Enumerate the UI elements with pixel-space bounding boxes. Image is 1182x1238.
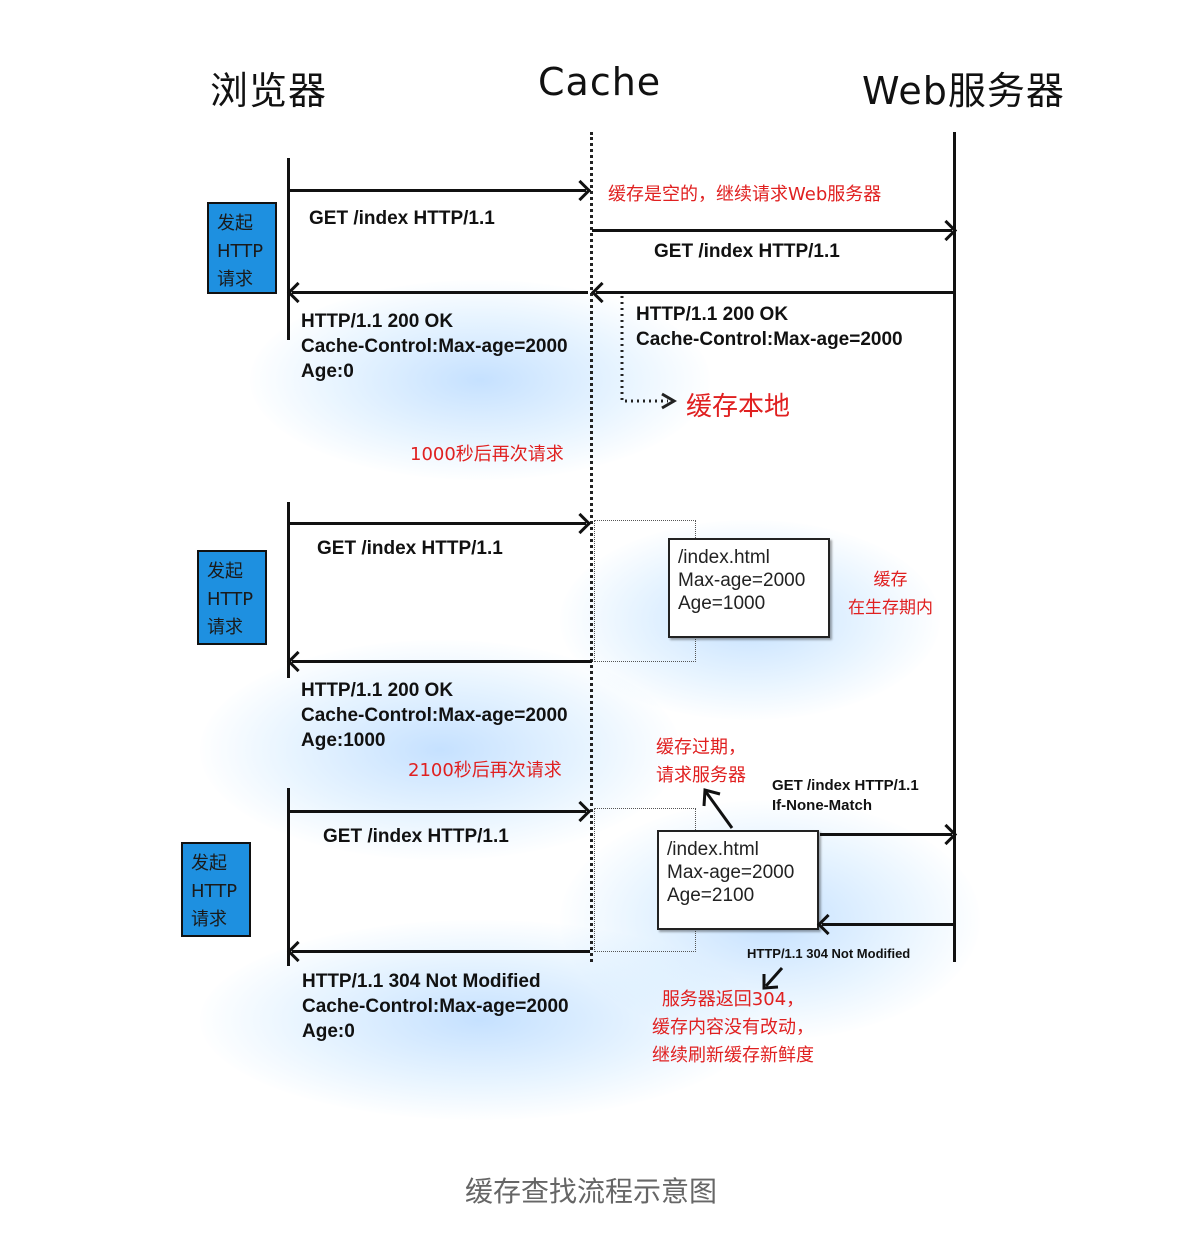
expired-arrowhead (702, 788, 721, 807)
request-line: GET /index HTTP/1.1 (772, 777, 919, 794)
response-line: HTTP/1.1 200 OK (301, 680, 454, 701)
store-local-arrowhead (661, 392, 677, 410)
server-to-cache-arrow-3 (822, 923, 953, 926)
request-box-line: 请求 (217, 269, 253, 290)
not-modified-arrowhead (762, 974, 779, 990)
response-line: Cache-Control:Max-age=2000 (302, 996, 569, 1017)
store-local-connector (620, 296, 668, 403)
request-box-line: 请求 (207, 617, 243, 638)
card-line: Age=1000 (678, 593, 766, 614)
browser-to-cache-arrow-3 (290, 810, 586, 813)
response-line: HTTP/1.1 304 Not Modified (302, 971, 541, 992)
server-response-label-1: HTTP/1.1 200 OK Cache-Control:Max-age=20… (636, 302, 903, 352)
send-request-box-3: 发起 HTTP 请求 (181, 842, 251, 937)
response-line: Age:0 (302, 1021, 355, 1042)
cache-to-browser-arrow-1 (292, 291, 588, 294)
request-box-line: 发起 (217, 213, 253, 234)
request-box-line: HTTP (191, 881, 238, 902)
browser-lane-title: 浏览器 (210, 69, 328, 113)
cache-to-browser-arrow-3 (292, 950, 590, 953)
browser-lifeline-2 (287, 502, 290, 678)
browser-request-label-2: GET /index HTTP/1.1 (317, 538, 503, 559)
server-lane-title: Web服务器 (862, 69, 1065, 113)
server-to-cache-arrow-1 (596, 291, 953, 294)
cache-to-server-arrow-3 (820, 833, 952, 836)
cache-request-label-1: GET /index HTTP/1.1 (654, 241, 840, 262)
request-line: If-None-Match (772, 797, 872, 814)
note-line: 缓存过期， (656, 737, 746, 758)
cache-to-browser-arrow-2 (292, 660, 592, 663)
request-box-line: 发起 (207, 561, 243, 582)
request-box-line: 请求 (191, 909, 227, 930)
card-line: Age=2100 (667, 885, 755, 906)
browser-to-cache-arrow-1 (290, 189, 586, 192)
cache-expired-note: 缓存过期， 请求服务器 (656, 734, 746, 790)
request-box-line: 发起 (191, 853, 227, 874)
cache-entry-card-3: /index.html Max-age=2000 Age=2100 (657, 830, 819, 930)
store-local-note: 缓存本地 (686, 392, 791, 422)
cache-entry-card-2: /index.html Max-age=2000 Age=1000 (668, 538, 830, 638)
figure-caption: 缓存查找流程示意图 (464, 1175, 717, 1208)
browser-to-cache-arrow-2 (290, 522, 586, 525)
cache-lifeline (590, 132, 593, 962)
browser-response-label-1: HTTP/1.1 200 OK Cache-Control:Max-age=20… (301, 309, 568, 384)
send-request-box-2: 发起 HTTP 请求 (197, 550, 267, 645)
cache-to-server-arrow-1 (592, 229, 952, 232)
response-line: Cache-Control:Max-age=2000 (301, 705, 568, 726)
request-box-line: HTTP (207, 589, 254, 610)
response-line: Age:1000 (301, 730, 386, 751)
server-304-note: 服务器返回304， 缓存内容没有改动， 继续刷新缓存新鲜度 (652, 986, 814, 1070)
send-request-box-1: 发起 HTTP 请求 (207, 202, 277, 294)
card-line: /index.html (667, 839, 759, 860)
browser-lifeline-1 (287, 158, 290, 340)
browser-lifeline-3 (287, 788, 290, 966)
note-line: 继续刷新缓存新鲜度 (652, 1045, 814, 1066)
card-line: /index.html (678, 547, 770, 568)
browser-response-label-2: HTTP/1.1 200 OK Cache-Control:Max-age=20… (301, 678, 568, 753)
request-box-line: HTTP (217, 241, 264, 262)
card-line: Max-age=2000 (678, 570, 806, 591)
note-line: 在生存期内 (848, 598, 933, 618)
delay-note-1000: 1000秒后再次请求 (410, 444, 564, 465)
response-line: Cache-Control:Max-age=2000 (636, 329, 903, 350)
note-line: 服务器返回304， (661, 989, 805, 1010)
server-lifeline (953, 132, 956, 962)
cache-empty-note: 缓存是空的，继续请求Web服务器 (608, 184, 882, 205)
note-line: 缓存内容没有改动， (652, 1017, 814, 1038)
browser-request-label-1: GET /index HTTP/1.1 (309, 208, 495, 229)
response-line: HTTP/1.1 200 OK (636, 304, 789, 325)
delay-note-2100: 2100秒后再次请求 (408, 760, 562, 781)
cache-lane-title: Cache (538, 60, 662, 104)
browser-response-label-3: HTTP/1.1 304 Not Modified Cache-Control:… (302, 969, 569, 1044)
server-response-label-3: HTTP/1.1 304 Not Modified (747, 946, 911, 961)
note-line: 缓存 (873, 570, 908, 590)
browser-request-label-3: GET /index HTTP/1.1 (323, 826, 509, 847)
expired-arrow (704, 791, 734, 829)
not-modified-arrow (764, 967, 784, 987)
response-line: Cache-Control:Max-age=2000 (301, 336, 568, 357)
card-line: Max-age=2000 (667, 862, 795, 883)
note-line: 请求服务器 (656, 765, 746, 786)
response-line: Age:0 (301, 361, 354, 382)
cache-request-label-3: GET /index HTTP/1.1 If-None-Match (772, 776, 919, 816)
cache-valid-note: 缓存 在生存期内 (848, 566, 933, 622)
response-line: HTTP/1.1 200 OK (301, 311, 454, 332)
